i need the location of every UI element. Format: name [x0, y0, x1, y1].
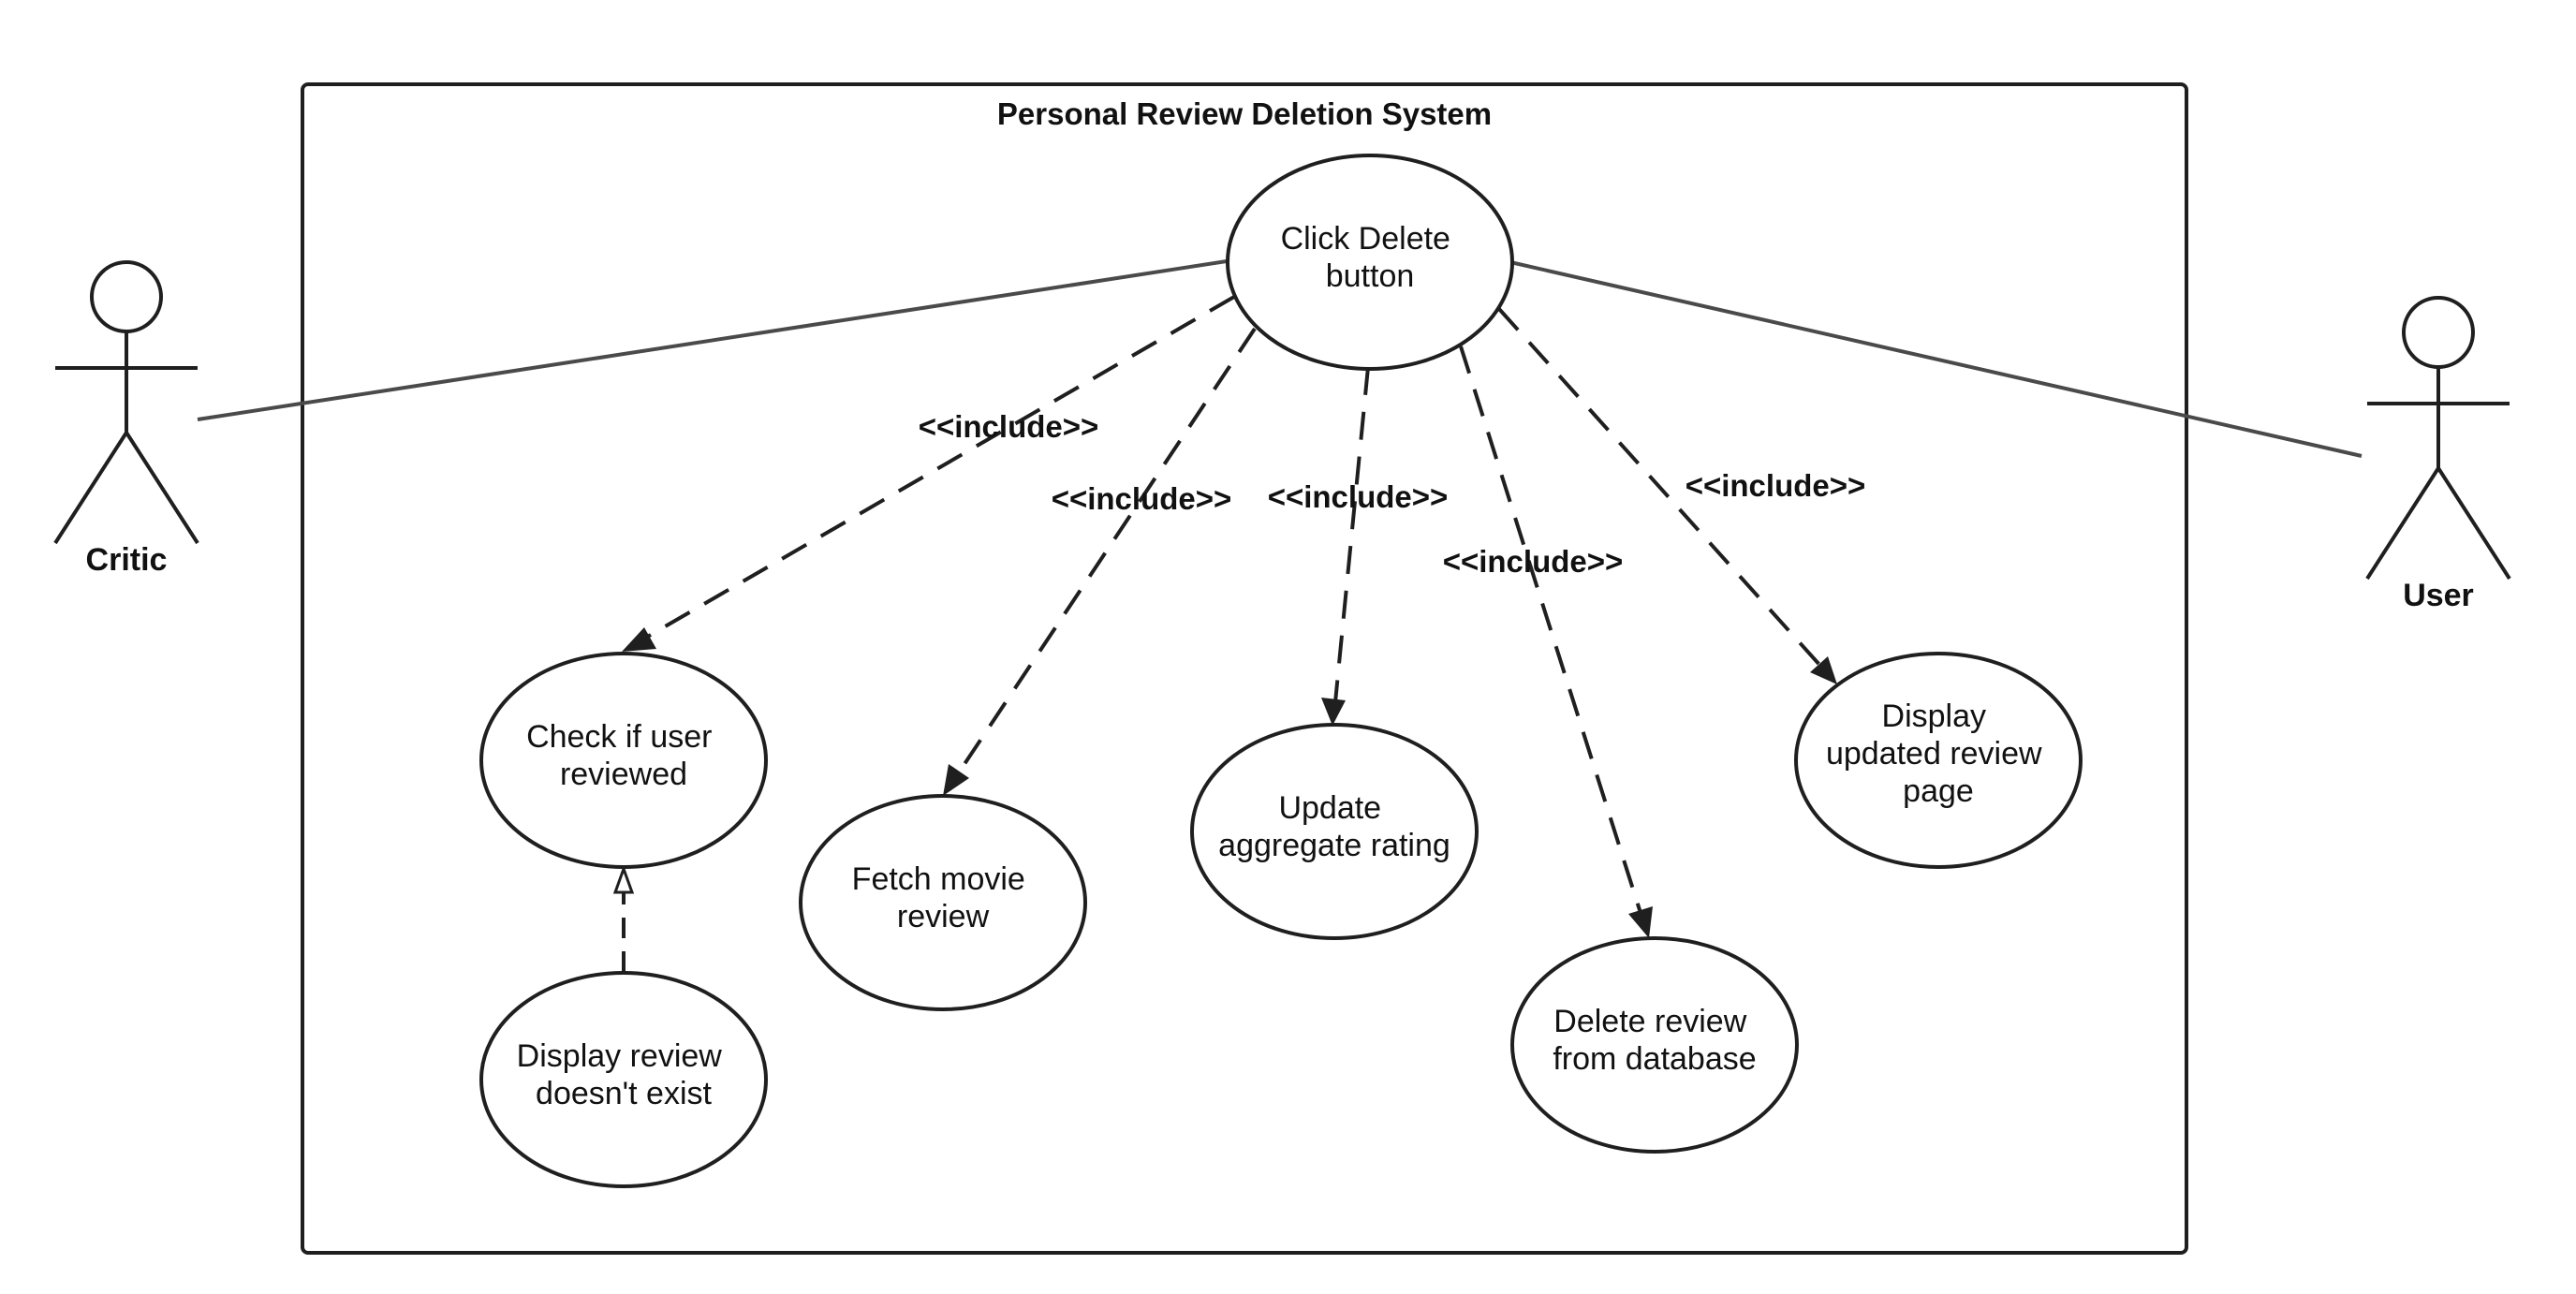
- include-line-display: [1497, 307, 1823, 669]
- use-case-review-not-exist-label: Display review doesn't exist: [517, 1038, 731, 1111]
- include-line-fetch: [955, 327, 1257, 777]
- use-case-display-updated: [1794, 652, 2083, 869]
- use-case-display-updated-label: Display updated review page: [1826, 698, 2051, 809]
- actor-user: [2365, 296, 2511, 581]
- use-case-delete-review-label: Delete review from database: [1553, 1004, 1756, 1077]
- use-case-check-reviewed-label: Check if user reviewed: [526, 719, 721, 792]
- generalization-arrowhead: [612, 864, 635, 894]
- include-line-update: [1333, 366, 1370, 703]
- include-label-check: <<include>>: [919, 409, 1099, 444]
- actor-user-leg-right: [2436, 466, 2511, 581]
- actor-critic: [53, 260, 199, 545]
- include-arrowhead-check: [622, 627, 656, 652]
- actor-critic-label: Critic: [86, 542, 168, 578]
- system-title: Personal Review Deletion System: [997, 96, 1492, 131]
- include-label-update: <<include>>: [1268, 479, 1449, 514]
- system-boundary: [301, 82, 2188, 1255]
- include-label-fetch: <<include>>: [1052, 481, 1232, 516]
- include-label-delete: <<include>>: [1443, 544, 1624, 579]
- use-case-update-rating-label: Update aggregate rating: [1218, 790, 1450, 863]
- use-case-fetch-review: [799, 794, 1087, 1011]
- actor-user-leg-left: [2365, 466, 2440, 581]
- use-case-update-rating: [1190, 723, 1479, 940]
- use-case-click-delete-label: Click Delete button: [1281, 221, 1460, 294]
- use-case-review-not-exist: [479, 971, 768, 1188]
- association-critic-click: [197, 259, 1228, 421]
- actor-critic-leg-left: [53, 431, 128, 545]
- use-case-check-reviewed: [479, 652, 768, 869]
- include-line-check: [642, 295, 1236, 640]
- include-arrowhead-delete: [1628, 906, 1653, 938]
- include-arrowhead-update: [1321, 698, 1346, 726]
- actor-critic-leg-right: [125, 431, 199, 545]
- use-case-delete-review: [1510, 936, 1799, 1154]
- actor-critic-head: [90, 260, 163, 333]
- use-case-click-delete: [1226, 154, 1514, 371]
- actor-user-head: [2402, 296, 2475, 369]
- include-arrowhead-display: [1810, 656, 1837, 684]
- include-arrowhead-fetch: [943, 764, 969, 796]
- use-case-fetch-review-label: Fetch movie review: [852, 861, 1035, 934]
- association-click-user: [1509, 260, 2363, 458]
- include-label-display: <<include>>: [1685, 468, 1866, 503]
- include-line-delete: [1459, 346, 1642, 914]
- actor-user-label: User: [2403, 578, 2474, 613]
